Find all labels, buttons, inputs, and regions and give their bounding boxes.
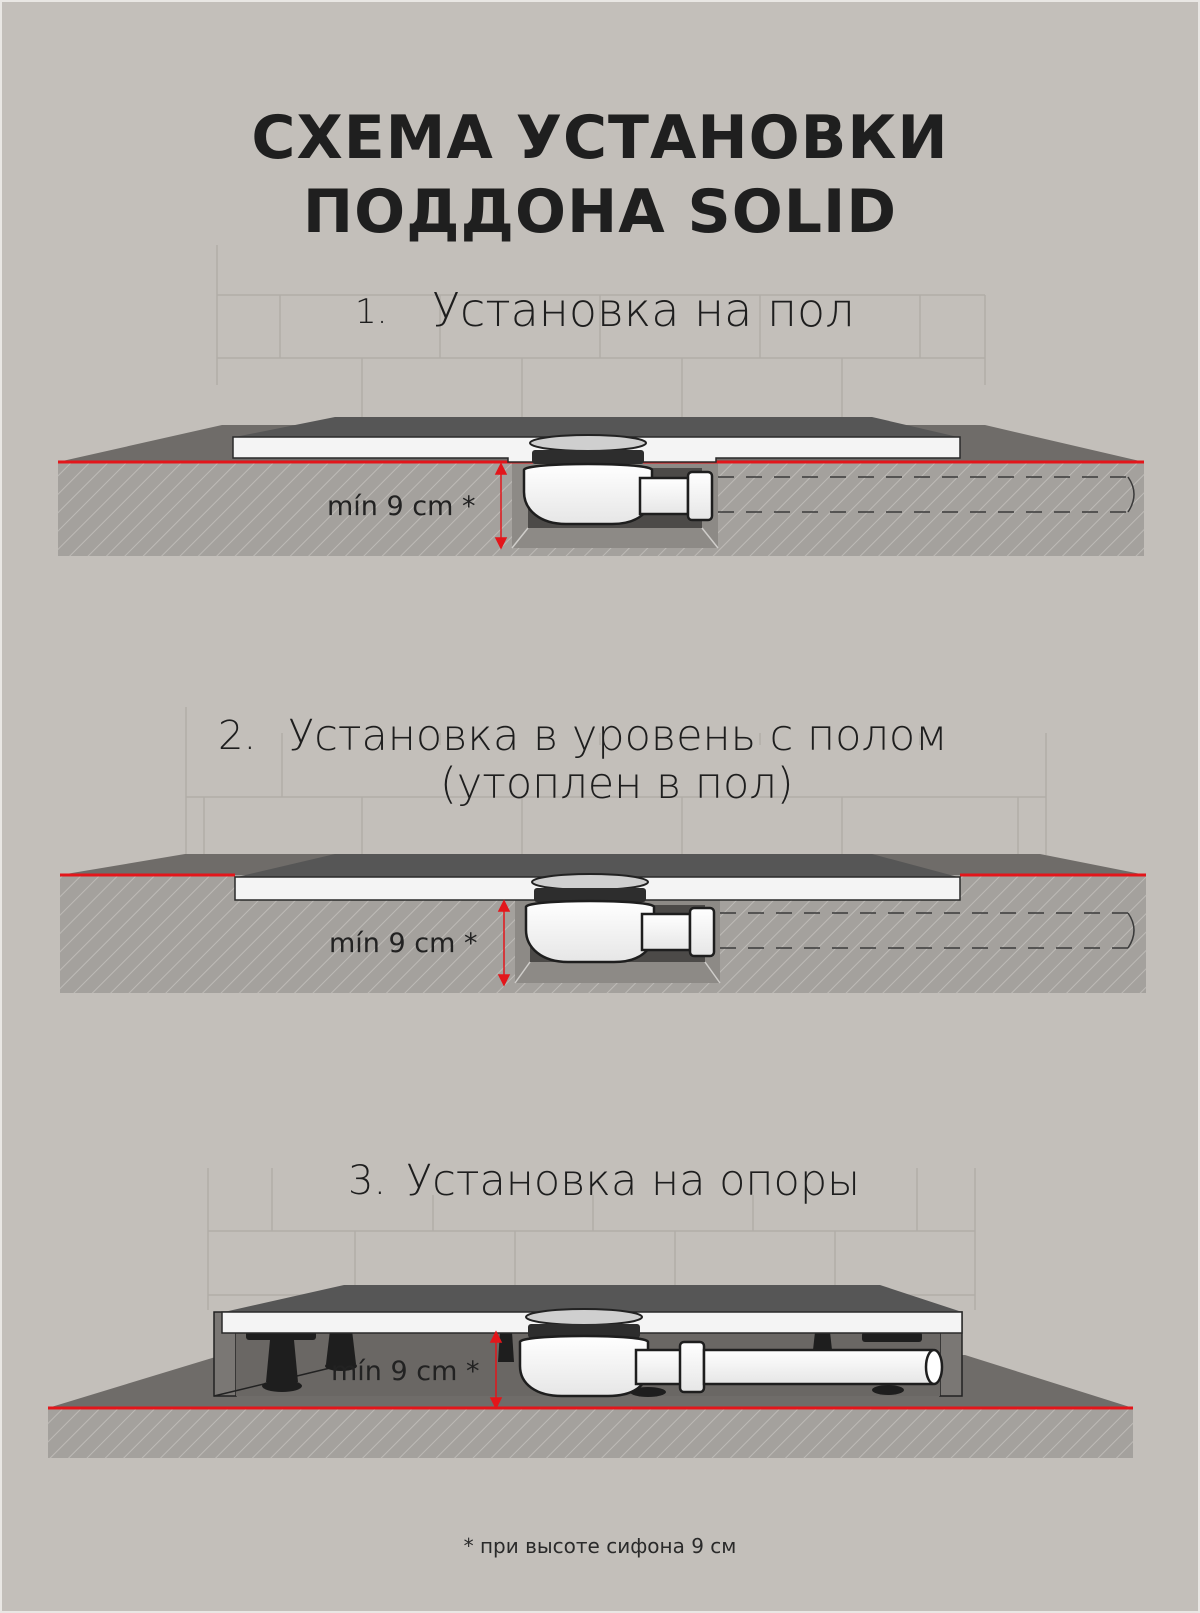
section-2-heading: Установка в уровень с полом [288, 711, 948, 761]
section-3-heading: Установка на опоры [406, 1156, 861, 1206]
section-1-heading: Установка на пол [432, 283, 855, 337]
pipe-route-dashed [720, 912, 1135, 949]
section-2-dimension-label: mín 9 cm * [329, 928, 478, 959]
siphon [518, 1308, 944, 1398]
page-title-line-1: СХЕМА УСТАНОВКИ [251, 103, 949, 173]
diagram-supports-install [48, 1168, 1133, 1458]
brick-wall [216, 245, 986, 420]
page-title-line-2: ПОДДОНА SOLID [302, 177, 898, 247]
siphon [524, 873, 716, 964]
dimension-arrow [494, 462, 508, 550]
brick-wall [185, 707, 1047, 855]
section-1-dimension-label: mín 9 cm * [327, 491, 476, 522]
footnote: * при высоте сифона 9 см [463, 1534, 737, 1558]
section-3-number: 3. [348, 1158, 387, 1204]
dimension-arrow [497, 899, 511, 987]
siphon [522, 434, 714, 526]
section-2-number: 2. [218, 713, 257, 759]
section-1-number: 1. [355, 292, 388, 332]
pipe-route-dashed [718, 476, 1135, 513]
shower-tray-top [235, 417, 958, 437]
dimension-arrow [489, 1330, 503, 1410]
section-3-dimension-label: mín 9 cm * [331, 1356, 480, 1387]
diagram-flush-install [60, 707, 1146, 993]
diagram-floor-install [58, 245, 1144, 556]
shower-tray-top [237, 854, 958, 877]
section-2-subheading: (утоплен в пол) [440, 759, 794, 809]
shower-tray-top [224, 1285, 962, 1312]
concrete-slab [48, 1408, 1133, 1458]
